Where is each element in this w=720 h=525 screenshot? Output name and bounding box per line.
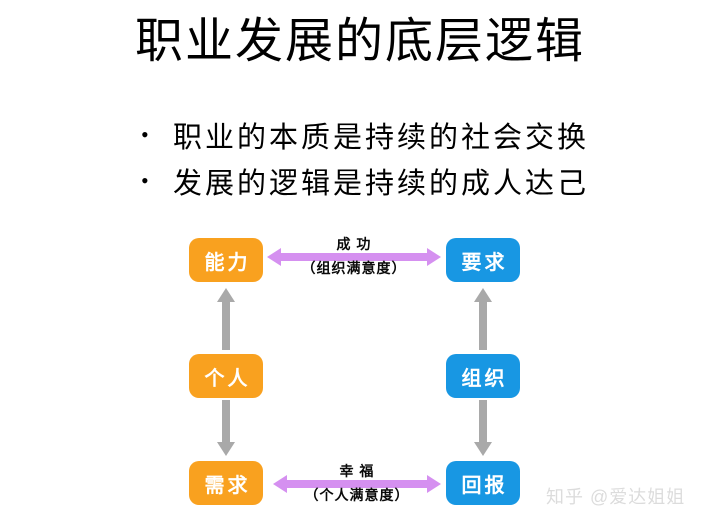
arrow-up-organization-to-requirement-icon [474, 288, 492, 350]
label-happiness: 幸 福 [339, 463, 375, 479]
bullet-text: 职业的本质是持续的社会交换 [173, 122, 590, 154]
list-item: • 职业的本质是持续的社会交换 [141, 112, 589, 158]
diagram-box-reward: 回报 [446, 461, 520, 505]
label-org-satisfaction: （组织满意度） [301, 260, 407, 276]
arrow-down-organization-to-reward-icon [474, 400, 492, 456]
label-success: 成 功 [336, 236, 372, 252]
double-arrow-ability-requirement-icon [267, 248, 441, 266]
bullet-list: • 职业的本质是持续的社会交换 • 发展的逻辑是持续的成人达己 [141, 112, 589, 204]
diagram-box-individual: 个人 [189, 354, 263, 398]
bullet-text: 发展的逻辑是持续的成人达己 [173, 168, 590, 200]
label-personal-satisfaction: （个人满意度） [304, 487, 410, 503]
diagram-box-ability: 能力 [189, 238, 263, 282]
diagram-box-need: 需求 [189, 461, 263, 505]
list-item: • 发展的逻辑是持续的成人达己 [141, 158, 589, 204]
bullet-icon: • [141, 168, 149, 193]
diagram-box-organization: 组织 [446, 354, 520, 398]
watermark: 知乎 @爱达姐姐 [546, 487, 686, 507]
diagram-box-requirement: 要求 [446, 238, 520, 282]
bullet-icon: • [141, 122, 149, 147]
arrow-up-individual-to-ability-icon [217, 288, 235, 350]
arrow-down-individual-to-need-icon [217, 400, 235, 456]
double-arrow-need-reward-icon [273, 475, 441, 493]
page-title: 职业发展的底层逻辑 [134, 15, 585, 68]
